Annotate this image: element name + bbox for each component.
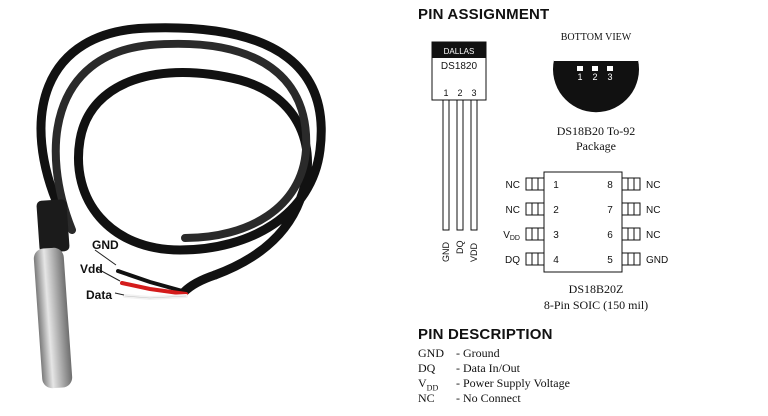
to92-leg-1 — [442, 99, 450, 231]
soic-caption-line2: 8-Pin SOIC (150 mil) — [544, 298, 648, 312]
bottom-pin-3-pad — [607, 66, 613, 71]
soic-right-pad-5 — [621, 252, 641, 266]
to92-pin-2: 2 — [457, 88, 462, 98]
bottom-pin-2: 2 — [592, 72, 597, 82]
soic-right-label-7: NC — [646, 205, 660, 216]
soic-right-label-5: GND — [646, 255, 668, 266]
bottom-pin-3: 3 — [607, 72, 612, 82]
soic-right-number-6: 6 — [607, 230, 613, 241]
sensor-probe-photo — [33, 23, 326, 389]
desc-pin-dq: DQ — [418, 361, 436, 375]
wire-label-gnd: GND — [92, 238, 119, 252]
to92-pin-1: 1 — [443, 88, 448, 98]
soic-left-number-4: 4 — [553, 255, 559, 266]
soic-right-number-8: 8 — [607, 180, 613, 191]
wire-red — [120, 281, 188, 296]
bottom-view-outline — [553, 60, 639, 113]
bottom-pin-2-pad — [592, 66, 598, 71]
leg-label-gnd: GND — [441, 242, 451, 263]
soic-left-label-1: NC — [506, 180, 520, 191]
leg-label-dq: DQ — [455, 241, 465, 255]
bottom-view-title: BOTTOM VIEW — [561, 32, 632, 43]
soic-left-number-3: 3 — [553, 230, 559, 241]
soic-body — [543, 171, 623, 273]
soic-left-pad-3 — [525, 227, 545, 241]
to92-leg-3 — [470, 99, 478, 231]
leg-label-vdd: VDD — [469, 242, 479, 262]
desc-meaning-gnd: - Ground — [456, 346, 500, 360]
soic-right-pad-8 — [621, 177, 641, 191]
to92-caption-line2: Package — [576, 139, 616, 153]
soic-left-label-3: VDD — [503, 230, 520, 242]
soic-right-pad-6 — [621, 227, 641, 241]
soic-caption-line1: DS18B20Z — [569, 282, 624, 296]
desc-pin-nc: NC — [418, 391, 435, 405]
desc-pin-gnd: GND — [418, 346, 444, 360]
desc-meaning-vdd: - Power Supply Voltage — [456, 376, 570, 390]
wire-black — [116, 269, 188, 294]
to92-brand: DALLAS — [444, 47, 475, 56]
to92-leg-2 — [456, 99, 464, 231]
soic-left-pad-4 — [525, 252, 545, 266]
to92-model: DS1820 — [441, 61, 478, 72]
soic-left-pad-2 — [525, 202, 545, 216]
pin-assignment-title: PIN ASSIGNMENT — [418, 6, 550, 23]
soic-left-pad-1 — [525, 177, 545, 191]
soic-right-label-6: NC — [646, 230, 660, 241]
desc-meaning-dq: - Data In/Out — [456, 361, 520, 375]
desc-meaning-nc: - No Connect — [456, 391, 521, 405]
bottom-pin-1: 1 — [577, 72, 582, 82]
soic-left-label-4: DQ — [505, 255, 520, 266]
desc-pin-vdd: VDD — [418, 376, 439, 393]
soic-right-pad-7 — [621, 202, 641, 216]
pin-assignment-diagram: DALLAS DS1820 1 2 3 GND DQ VDD BOTTOM VI… — [431, 32, 668, 312]
bottom-pin-1-pad — [577, 66, 583, 71]
probe-tube — [33, 247, 73, 389]
to92-caption-line1: DS18B20 To-92 — [557, 124, 636, 138]
soic-right-label-8: NC — [646, 180, 660, 191]
soic-left-label-2: NC — [506, 205, 520, 216]
soic-right-number-7: 7 — [607, 205, 613, 216]
to92-pin-3: 3 — [471, 88, 476, 98]
soic-left-number-1: 1 — [553, 180, 559, 191]
probe-sleeve — [36, 199, 70, 253]
wire-label-vdd: Vdd — [80, 262, 103, 276]
pin-description-title: PIN DESCRIPTION — [418, 326, 553, 343]
soic-left-number-2: 2 — [553, 205, 559, 216]
soic-right-number-5: 5 — [607, 255, 613, 266]
wire-label-data: Data — [86, 288, 113, 302]
